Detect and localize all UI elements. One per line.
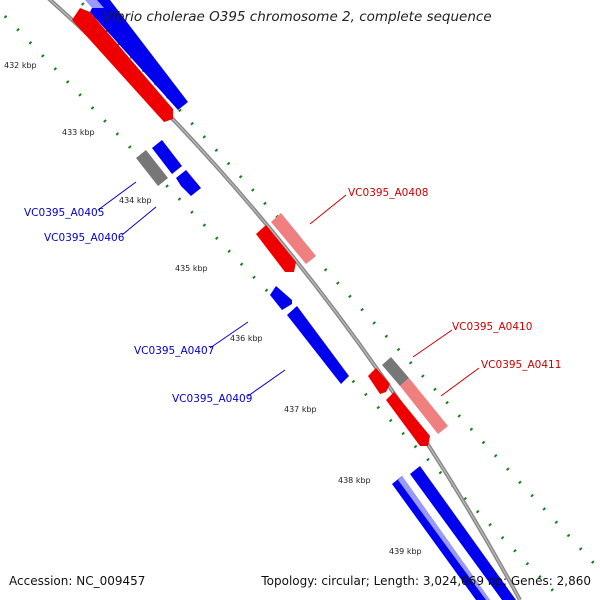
gene-block-other [382,357,409,386]
map-title: Vibrio cholerae O395 chromosome 2, compl… [103,9,492,25]
gene-label-vc0395-a0410: VC0395_A0410 [452,321,532,333]
gene-arrow-forward [152,140,182,174]
accession-text: Accession: NC_009457 [9,574,146,588]
tick-label-433kbp: 433 kbp [62,128,95,137]
gene-label-vc0395-a0407: VC0395_A0407 [134,345,214,357]
gene-arrow-forward [410,466,516,600]
gene-arrow-reverse-faded [400,378,448,434]
gene-arrow-reverse [368,368,390,394]
gene-arrow-reverse [256,225,296,272]
gene-arrow-reverse [72,8,173,122]
tick-label-435kbp: 435 kbp [175,264,208,273]
tick-label-436kbp: 436 kbp [230,334,263,343]
tick-label-432kbp: 432 kbp [4,61,37,70]
tick-label-439kbp: 439 kbp [389,547,422,556]
gene-label-vc0395-a0405: VC0395_A0405 [24,207,104,219]
leader-line [97,181,137,211]
gene-arrow-forward-highlight [85,0,104,8]
leader-line [247,369,286,397]
gene-arrow-forward [287,306,349,384]
leader-line [309,194,347,225]
gene-label-vc0395-a0406: VC0395_A0406 [44,232,125,244]
tick-label-438kbp: 438 kbp [338,476,371,485]
gene-label-vc0395-a0409: VC0395_A0409 [172,393,252,405]
leader-line [209,321,249,349]
gene-block-other [136,150,168,186]
gene-arrow-forward [90,0,188,110]
gene-label-vc0395-a0408: VC0395_A0408 [348,187,428,199]
gene-arrow-forward-highlight [398,476,490,600]
leader-line [412,329,453,358]
tick-label-437kbp: 437 kbp [284,405,317,414]
leader-line [121,206,157,236]
gene-arrow-reverse-faded [271,213,316,264]
gene-label-vc0395-a0411: VC0395_A0411 [481,359,561,371]
sequence-summary-text: Topology: circular; Length: 3,024,069 bp… [261,574,591,588]
leader-line [440,367,480,397]
gene-arrow-reverse [386,392,430,446]
gene-arrow-forward [270,286,292,310]
tick-label-434kbp: 434 kbp [119,196,152,205]
gene-arrow-forward [176,170,201,196]
